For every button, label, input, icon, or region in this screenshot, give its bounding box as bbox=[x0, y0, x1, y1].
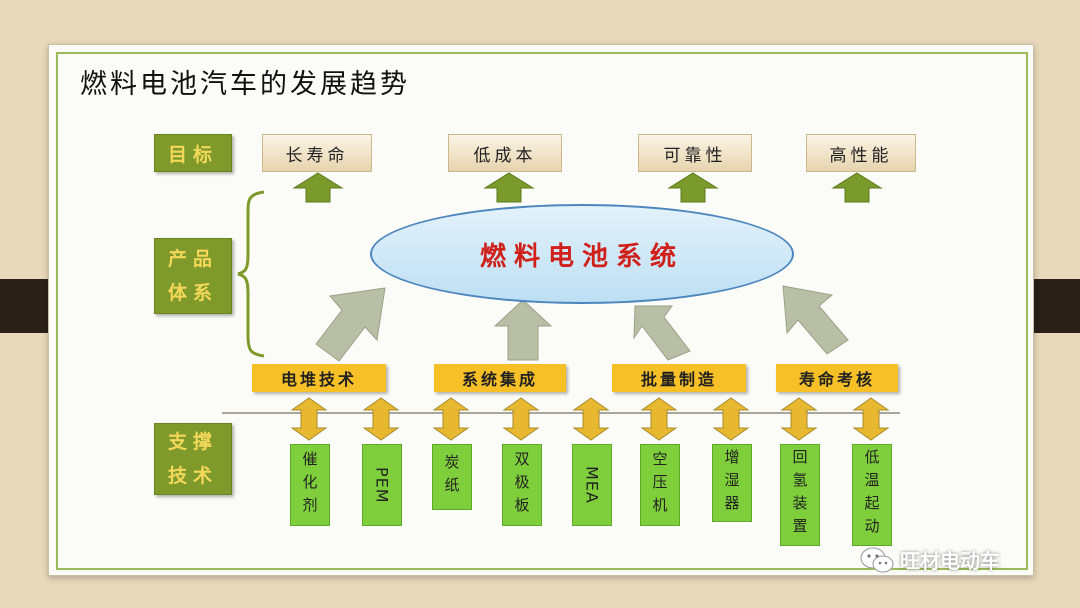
component-pem: PEM bbox=[362, 444, 402, 526]
double-arrow-8 bbox=[780, 397, 818, 441]
tech-mass-manufacturing: 批量制造 bbox=[612, 364, 746, 392]
goal-reliability: 可靠性 bbox=[638, 134, 752, 172]
double-arrow-9 bbox=[852, 397, 890, 441]
tech-up-arrow-2 bbox=[493, 299, 553, 361]
watermark-text: 旺材电动车 bbox=[900, 549, 1000, 573]
double-arrow-7 bbox=[712, 397, 750, 441]
tech-up-arrow-1 bbox=[315, 287, 386, 362]
component-carbon-paper: 炭纸 bbox=[432, 444, 472, 510]
component-bipolar-plate: 双极板 bbox=[502, 444, 542, 526]
goal-up-arrow-2 bbox=[483, 172, 535, 203]
double-arrow-2 bbox=[362, 397, 400, 441]
goal-up-arrow-3 bbox=[667, 172, 719, 203]
watermark: 旺材电动车 bbox=[860, 545, 1000, 574]
double-arrow-6 bbox=[640, 397, 678, 441]
goal-label-text: 目标 bbox=[167, 143, 218, 166]
component-catalyst: 催化剂 bbox=[290, 444, 330, 526]
tech-up-arrow-4 bbox=[782, 285, 849, 355]
product-label-line1: 产品 bbox=[167, 248, 218, 270]
fuel-cell-system-text: 燃料电池系统 bbox=[479, 241, 684, 272]
double-arrow-5 bbox=[572, 397, 610, 441]
support-label-line2: 技术 bbox=[167, 465, 218, 487]
support-tech-label: 支撑 技术 bbox=[154, 423, 232, 495]
component-humidifier: 增湿器 bbox=[712, 444, 752, 522]
product-bracket bbox=[237, 190, 265, 358]
wechat-icon bbox=[860, 547, 894, 572]
goal-up-arrow-4 bbox=[831, 172, 883, 203]
product-system-label: 产品 体系 bbox=[154, 238, 232, 314]
component-hydrogen-recirculation: 回氢装置 bbox=[780, 444, 820, 546]
product-label-line2: 体系 bbox=[167, 282, 218, 304]
double-arrow-3 bbox=[432, 397, 470, 441]
double-arrow-4 bbox=[502, 397, 540, 441]
goal-low-cost: 低成本 bbox=[448, 134, 562, 172]
component-mea: MEA bbox=[572, 444, 612, 526]
goal-long-life: 长寿命 bbox=[262, 134, 372, 172]
fuel-cell-system-ellipse: 燃料电池系统 bbox=[370, 204, 794, 304]
tech-up-arrow-3 bbox=[633, 305, 691, 361]
goal-label: 目标 bbox=[154, 134, 232, 172]
component-cold-start: 低温起动 bbox=[852, 444, 892, 546]
double-arrow-1 bbox=[290, 397, 328, 441]
tech-life-testing: 寿命考核 bbox=[776, 364, 898, 392]
tech-stack: 电堆技术 bbox=[252, 364, 386, 392]
slide-title: 燃料电池汽车的发展趋势 bbox=[80, 69, 410, 100]
support-label-line1: 支撑 bbox=[167, 431, 218, 453]
component-air-compressor: 空压机 bbox=[640, 444, 680, 526]
tech-system-integration: 系统集成 bbox=[434, 364, 566, 392]
goal-high-performance: 高性能 bbox=[806, 134, 916, 172]
goal-up-arrow-1 bbox=[292, 172, 344, 203]
